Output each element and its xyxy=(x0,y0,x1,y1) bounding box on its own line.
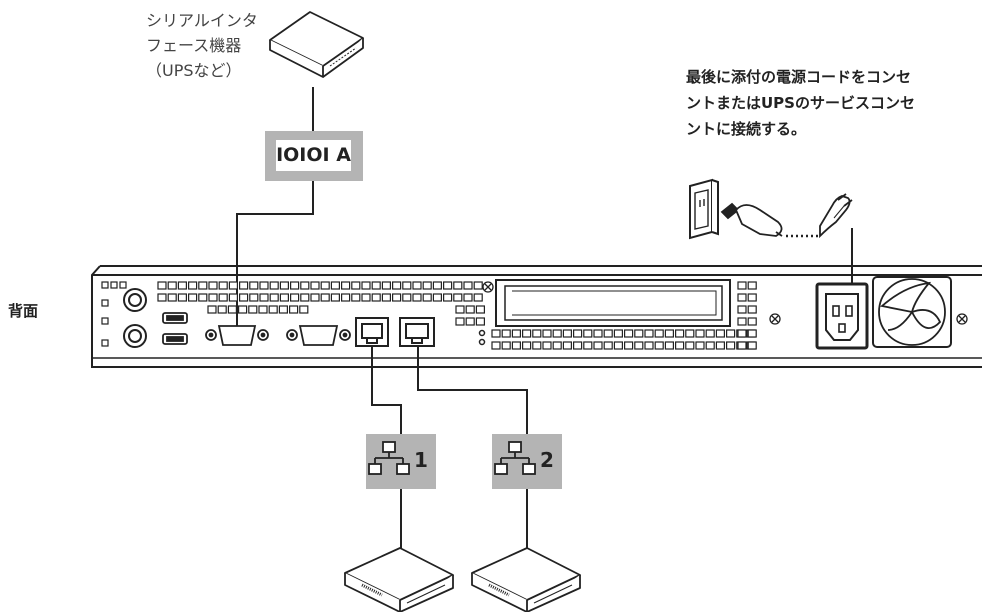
serial-port xyxy=(205,325,269,346)
rear-side-label: 背面 xyxy=(8,302,39,320)
network-icon xyxy=(368,441,410,475)
power-inlet xyxy=(815,282,869,350)
lan-tag-2: 2 xyxy=(492,434,562,489)
vent-holes xyxy=(101,281,757,350)
network-device-1-icon xyxy=(344,547,454,612)
serial-device-label: シリアルインタ フェース機器 （UPSなど） xyxy=(146,8,258,83)
serial-device-label-line-1: シリアルインタ xyxy=(146,11,258,30)
lan-cable-1 xyxy=(371,342,402,548)
lan-number: 1 xyxy=(414,448,428,472)
vga-port xyxy=(286,325,351,346)
lan-number: 2 xyxy=(540,448,554,472)
serial-port-tag-text: IOIOI A xyxy=(276,140,351,171)
power-plug-icon xyxy=(720,193,853,239)
wall-outlet-icon xyxy=(689,178,719,240)
power-note: 最後に添付の電源コードをコンセ ントまたはUPSのサービスコンセ ントに接続する… xyxy=(686,64,915,142)
fan-icon xyxy=(872,276,952,348)
screws xyxy=(482,281,968,325)
serial-device-label-line-3: （UPSなど） xyxy=(146,61,242,80)
server-rear-panel xyxy=(91,265,982,368)
serial-device-icon xyxy=(269,11,364,78)
ps2-ports xyxy=(123,288,147,348)
serial-device-label-line-2: フェース機器 xyxy=(146,36,242,55)
power-note-line-2: ントまたはUPSのサービスコンセ xyxy=(686,94,915,112)
power-note-line-3: ントに接続する。 xyxy=(686,120,807,138)
lan-port-2 xyxy=(399,317,435,347)
lan-tag-1: 1 xyxy=(366,434,436,489)
serial-port-tag: IOIOI A xyxy=(265,131,363,181)
status-leds xyxy=(478,329,486,346)
network-icon xyxy=(494,441,536,475)
network-device-2-icon xyxy=(471,547,581,612)
lan-port-1 xyxy=(355,317,389,347)
power-note-line-1: 最後に添付の電源コードをコンセ xyxy=(686,68,912,86)
expansion-slot xyxy=(495,279,731,327)
usb-ports xyxy=(162,312,188,345)
